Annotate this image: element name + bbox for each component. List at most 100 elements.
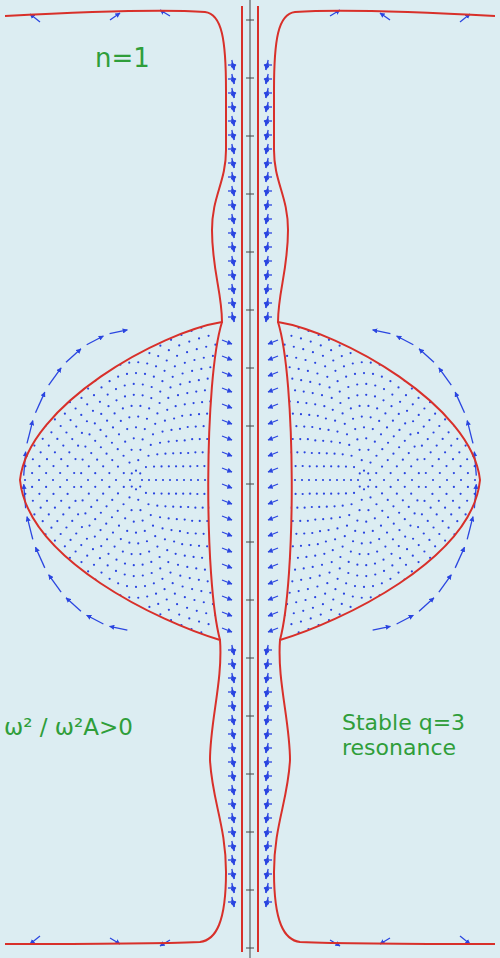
mode-dot <box>82 592 84 594</box>
displacement-arrow <box>110 330 128 334</box>
displacement-arrow <box>87 615 104 624</box>
mode-dot <box>111 516 113 518</box>
mode-dot <box>35 381 37 383</box>
mode-dot <box>115 559 117 561</box>
mode-dot <box>206 413 208 415</box>
mode-dot <box>75 532 77 534</box>
mode-dot <box>151 386 153 388</box>
mode-dot <box>39 418 41 420</box>
mode-dot <box>41 387 43 389</box>
mode-dot <box>32 500 34 502</box>
mode-dot <box>214 520 216 522</box>
mode-dot <box>144 428 146 430</box>
mode-dot <box>151 572 153 574</box>
mode-dot <box>84 445 86 447</box>
mode-dot <box>170 429 172 431</box>
mode-dot <box>174 318 176 320</box>
mode-dot <box>224 582 226 584</box>
mode-dot <box>106 302 108 304</box>
mode-dot <box>217 558 219 560</box>
mode-dot <box>100 545 102 547</box>
mode-dot <box>195 567 197 569</box>
displacement-arrow <box>222 340 232 344</box>
mode-dot <box>128 640 130 642</box>
mode-dot <box>24 479 26 481</box>
mode-dot <box>245 546 247 548</box>
mode-dot <box>124 517 126 519</box>
mode-dot <box>126 428 128 430</box>
plasma-boundary <box>5 11 226 944</box>
mode-dot <box>32 458 34 460</box>
mode-dot <box>201 557 203 559</box>
mode-dot <box>161 430 163 432</box>
mode-dot <box>175 553 177 555</box>
mode-dot <box>246 493 248 495</box>
mode-dot <box>88 493 90 495</box>
mode-dot <box>133 575 135 577</box>
mode-dot <box>88 372 90 374</box>
mode-dot <box>182 323 184 325</box>
lobe-inner-boundary <box>208 322 222 640</box>
mode-dot <box>57 570 59 572</box>
half-plot <box>5 6 255 952</box>
mode-dot <box>115 388 117 390</box>
displacement-arrow <box>228 176 236 177</box>
mode-dot <box>237 546 239 548</box>
mode-dot <box>184 555 186 557</box>
mode-dot <box>74 407 76 409</box>
mode-dot <box>150 444 152 446</box>
mode-dot <box>167 561 169 563</box>
mode-dot <box>88 524 90 526</box>
mode-dot <box>108 334 110 336</box>
mode-dot <box>80 472 82 474</box>
displacement-arrow <box>27 517 33 540</box>
displacement-arrow <box>228 845 236 846</box>
mode-dot <box>252 506 254 508</box>
mode-dot <box>52 493 54 495</box>
mode-dot <box>46 358 48 360</box>
mode-dot <box>133 564 135 566</box>
mode-dot <box>179 428 181 430</box>
mode-dot <box>87 387 89 389</box>
displacement-arrow <box>228 901 236 902</box>
mode-dot <box>209 366 211 368</box>
mode-dot <box>76 359 78 361</box>
mode-dot <box>80 544 82 546</box>
mode-dot <box>65 526 67 528</box>
displacement-arrow <box>49 575 61 592</box>
displacement-arrow <box>222 436 232 440</box>
mode-dot <box>46 376 48 378</box>
mode-dot <box>124 661 126 663</box>
mode-dot <box>19 444 21 446</box>
mode-dot <box>172 506 174 508</box>
mode-dot <box>176 355 178 357</box>
mode-dot <box>114 412 116 414</box>
mode-dot <box>73 472 75 474</box>
mode-dot <box>186 392 188 394</box>
mode-dot <box>106 656 108 658</box>
mode-dot <box>172 452 174 454</box>
mode-dot <box>142 519 144 521</box>
mode-dot <box>38 493 40 495</box>
mode-dot <box>119 320 121 322</box>
mode-dot <box>86 420 88 422</box>
displacement-arrow <box>228 316 236 317</box>
mode-dot <box>120 538 122 540</box>
mode-dot <box>46 500 48 502</box>
mode-dot <box>106 611 108 613</box>
mode-dot <box>113 603 115 605</box>
mode-dot <box>102 632 104 634</box>
displacement-arrow <box>228 92 236 93</box>
mode-dot <box>89 648 91 650</box>
mode-dot <box>164 324 166 326</box>
mode-dot <box>64 545 66 547</box>
mode-dot <box>86 337 88 339</box>
mode-dot <box>229 412 231 414</box>
mode-dot <box>159 390 161 392</box>
mode-dot <box>146 418 148 420</box>
mode-dot <box>74 550 76 552</box>
mode-dot <box>31 565 33 567</box>
mode-dot <box>155 637 157 639</box>
mode-dot <box>203 601 205 603</box>
mode-dot <box>176 603 178 605</box>
